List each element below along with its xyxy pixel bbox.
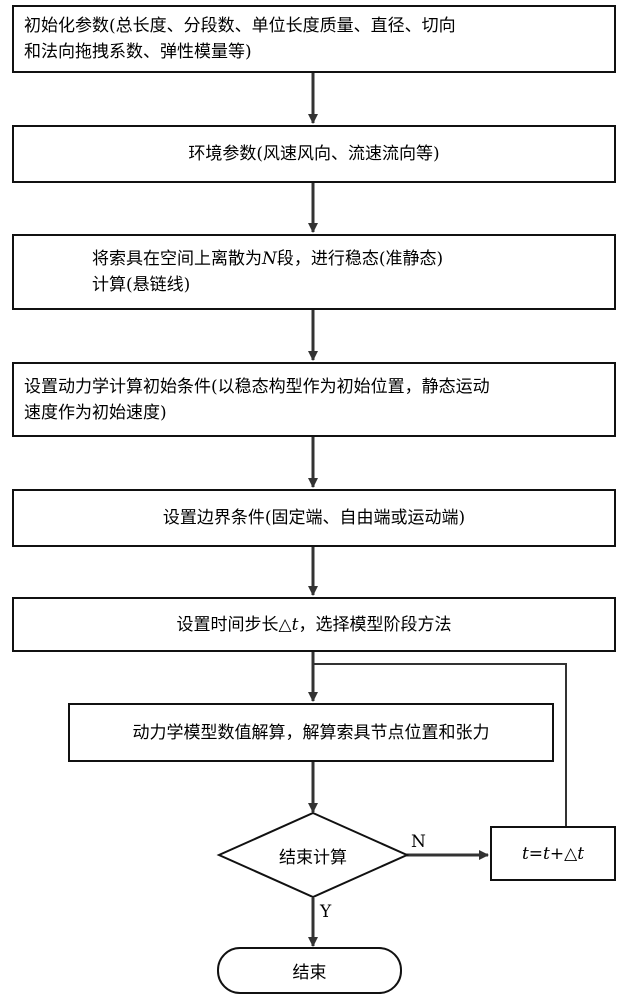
- step-boundary-conditions-text: 设置边界条件(固定端、自由端或运动端): [162, 508, 466, 528]
- step-update-time: t=t+△t: [490, 826, 616, 881]
- step-initial-conditions-line1: 设置动力学计算初始条件(以稳态构型作为初始位置，静态运动: [24, 376, 490, 397]
- step-discretize-line2: 计算(悬链线): [92, 275, 191, 295]
- step-init-params-line2: 和法向拖拽系数、弹性模量等): [24, 42, 252, 62]
- step-discretize-line1: 将索具在空间上离散为N段，进行稳态(准静态): [92, 249, 444, 269]
- end-terminator: [217, 947, 402, 994]
- decision-text: 结束计算: [279, 847, 347, 868]
- label-yes: Y: [320, 902, 332, 922]
- step-init-params-line1: 初始化参数(总长度、分段数、单位长度质量、直径、切向: [24, 16, 456, 36]
- step-solve-text: 动力学模型数值解算，解算索具节点位置和张力: [132, 722, 490, 743]
- step-boundary-conditions: 设置边界条件(固定端、自由端或运动端): [12, 489, 616, 547]
- loop-back-line: [313, 663, 567, 826]
- step-solve: 动力学模型数值解算，解算索具节点位置和张力: [68, 703, 554, 762]
- step-discretize: 将索具在空间上离散为N段，进行稳态(准静态) 计算(悬链线): [12, 234, 616, 310]
- var-n: N: [262, 249, 277, 269]
- step-time-step: 设置时间步长△t，选择模型阶段方法: [12, 597, 616, 652]
- label-no: N: [411, 832, 426, 852]
- step-initial-conditions-line2: 速度作为初始速度): [24, 402, 167, 423]
- step-update-time-text: t=t+△t: [521, 843, 585, 864]
- step-env-params-text: 环境参数(风速风向、流速流向等): [188, 144, 440, 164]
- step-env-params: 环境参数(风速风向、流速流向等): [12, 125, 616, 183]
- end-text: 结束: [292, 963, 327, 983]
- step-initial-conditions: 设置动力学计算初始条件(以稳态构型作为初始位置，静态运动 速度作为初始速度): [12, 362, 616, 437]
- step-time-step-text: 设置时间步长△t，选择模型阶段方法: [176, 614, 452, 635]
- step-init-params: 初始化参数(总长度、分段数、单位长度质量、直径、切向 和法向拖拽系数、弹性模量等…: [12, 5, 616, 73]
- decision-diamond: [216, 811, 410, 899]
